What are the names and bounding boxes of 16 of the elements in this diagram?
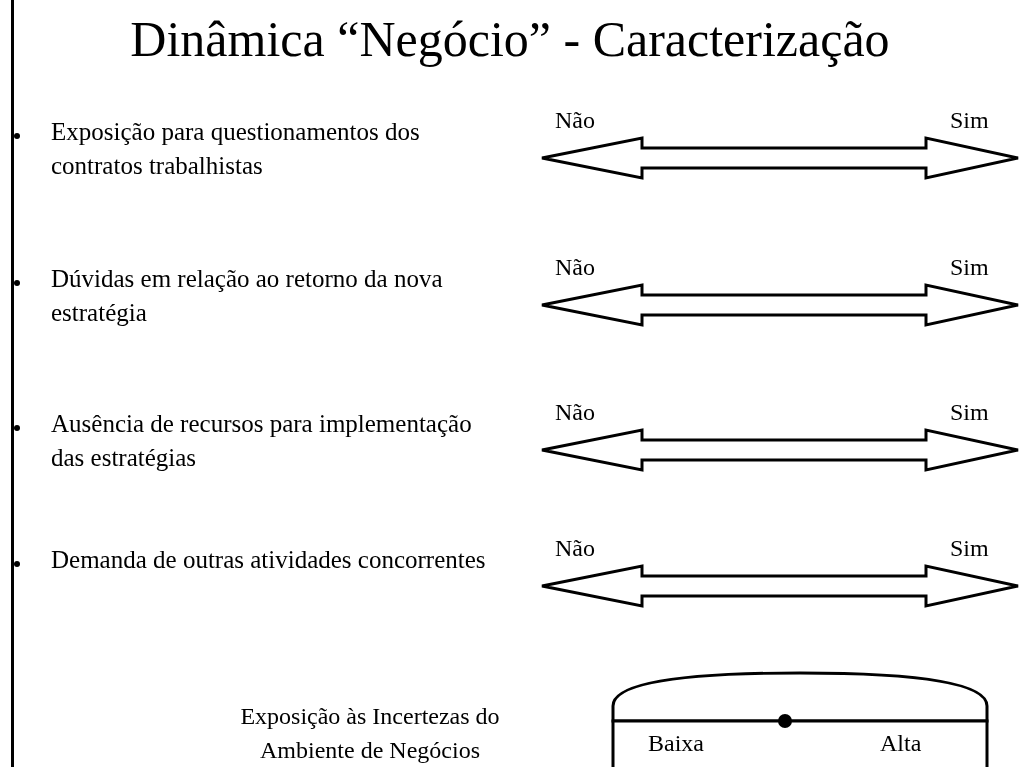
gauge-label: Baixa xyxy=(648,731,704,755)
bullet-text: Dúvidas em relação ao retorno da nova estratégia xyxy=(51,264,444,328)
scale-label: Não xyxy=(555,255,595,279)
scale-label: Sim xyxy=(950,400,989,424)
gauge-caption: Exposição às Incertezas do Ambiente de Negócios xyxy=(239,702,501,765)
bullet-text: Exposição para questionamentos dos contratos trabalhistas xyxy=(51,117,421,181)
scale-label: Sim xyxy=(950,536,989,560)
scale-label: Não xyxy=(555,536,595,560)
bullet-text: Demanda de outras atividades concorrentes xyxy=(51,545,487,575)
bullet-text: Ausência de recursos para implementação das estratégias xyxy=(51,409,473,473)
scale-label: Sim xyxy=(950,255,989,279)
scale-label: Não xyxy=(555,108,595,132)
title: Dinâmica “Negócio” - Caracterização xyxy=(130,11,890,67)
gauge-label: Alta xyxy=(880,731,922,755)
scale-label: Sim xyxy=(950,108,989,132)
scale-label: Não xyxy=(555,400,595,424)
